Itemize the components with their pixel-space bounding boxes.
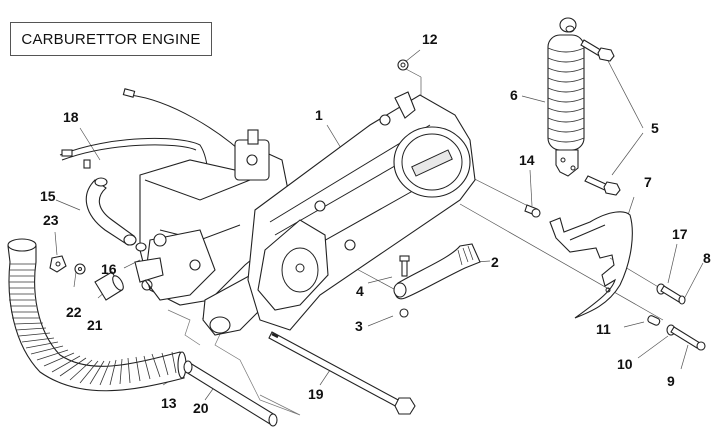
callout-2: 2 xyxy=(491,254,499,270)
washer-22 xyxy=(74,263,86,275)
grommet-23 xyxy=(49,255,67,273)
shock-bolt-upper-5 xyxy=(580,39,615,62)
callout-8: 8 xyxy=(703,250,711,266)
kick-start-lever-2 xyxy=(393,243,481,300)
spacer-21 xyxy=(94,271,124,301)
mudguard-7 xyxy=(549,211,633,319)
screw-4 xyxy=(399,255,410,277)
callout-14: 14 xyxy=(519,152,535,168)
callout-12: 12 xyxy=(422,31,438,47)
callout-13: 13 xyxy=(161,395,177,411)
callout-9: 9 xyxy=(667,373,675,389)
callout-21: 21 xyxy=(87,317,103,333)
callout-10: 10 xyxy=(617,356,633,372)
shock-bolt-lower-5 xyxy=(584,175,621,196)
callout-11: 11 xyxy=(596,321,611,337)
callout-6: 6 xyxy=(510,87,518,103)
callout-22: 22 xyxy=(66,304,82,320)
nut-12 xyxy=(397,59,409,71)
screw-8 xyxy=(660,285,686,305)
callout-5: 5 xyxy=(651,120,659,136)
callout-15: 15 xyxy=(40,188,56,204)
transmission-casing-1 xyxy=(247,91,476,331)
callout-23: 23 xyxy=(43,212,59,228)
diagram-title: CARBURETTOR ENGINE xyxy=(21,30,201,48)
screw-9 xyxy=(670,326,706,351)
bushing-20 xyxy=(183,360,278,427)
callout-16: 16 xyxy=(101,261,117,277)
callout-19: 19 xyxy=(308,386,324,402)
callout-20: 20 xyxy=(193,400,209,416)
hose-15 xyxy=(85,177,137,246)
callout-18: 18 xyxy=(63,109,79,125)
pivot-bolt-19 xyxy=(268,331,416,415)
screw-14 xyxy=(524,204,541,218)
callout-7: 7 xyxy=(644,174,652,190)
clamp-16 xyxy=(135,242,147,252)
callout-4: 4 xyxy=(356,283,364,299)
callout-17: 17 xyxy=(672,226,688,242)
callout-1: 1 xyxy=(315,107,323,123)
callout-3: 3 xyxy=(355,318,363,334)
cooling-hose-13 xyxy=(7,238,187,392)
spacer-11 xyxy=(647,315,661,326)
nut-3 xyxy=(399,308,409,318)
diagram-title-box: CARBURETTOR ENGINE xyxy=(10,22,212,56)
shock-absorber-6 xyxy=(547,17,585,177)
